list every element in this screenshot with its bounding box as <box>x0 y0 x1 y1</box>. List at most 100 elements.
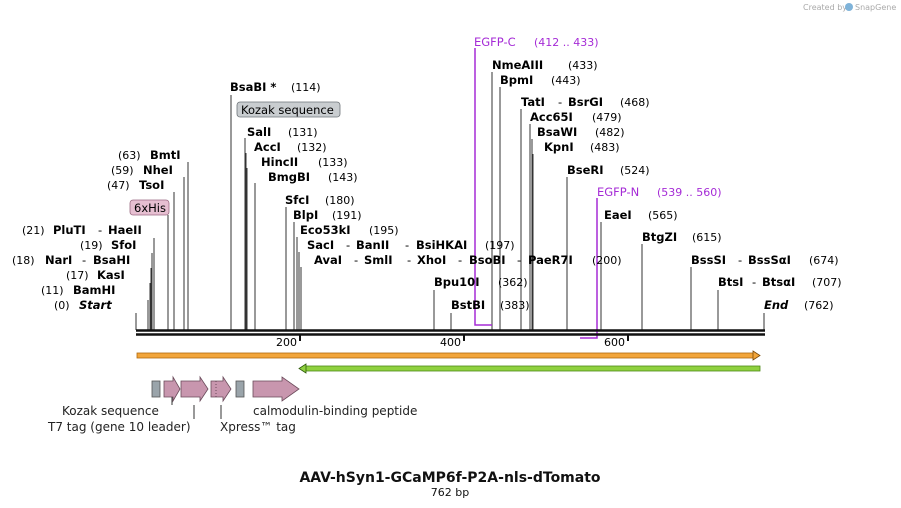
credit-brand: SnapGene <box>855 3 896 12</box>
site-label: BsaHI <box>93 253 130 267</box>
site-lines <box>135 72 765 330</box>
site-pos: (479) <box>592 111 622 124</box>
xpress-tag-feature <box>210 375 232 403</box>
primer-label: EGFP-N <box>597 185 639 199</box>
site-label: BpmI <box>500 73 533 87</box>
site-dash: - <box>82 253 86 267</box>
site-dash: - <box>405 238 409 252</box>
site-label: BssSαI <box>748 253 791 267</box>
site-label: NmeAIII <box>492 58 543 72</box>
site-label: EaeI <box>604 208 632 222</box>
site-label: BstBI <box>451 298 485 312</box>
site-label: AccI <box>254 140 281 154</box>
primer-label: EGFP-C <box>474 35 516 49</box>
site-dash: - <box>458 253 462 267</box>
site-pos: (707) <box>812 276 842 289</box>
site-pos: (524) <box>620 164 650 177</box>
site-label: SmlI <box>364 253 393 267</box>
site-pos: (191) <box>332 209 362 222</box>
sixhis-tag: 6xHis <box>129 199 170 216</box>
site-dash: - <box>346 238 350 252</box>
site-label: BanII <box>356 238 389 252</box>
credit-text: Created by <box>803 3 847 12</box>
feature-track <box>151 375 300 403</box>
site-pos: (63) <box>118 149 141 162</box>
site-label: TatI <box>521 95 545 109</box>
site-label: Bpu10I <box>434 275 479 289</box>
site-label: TsoI <box>139 178 164 192</box>
kozak-box-label: Kozak sequence <box>241 103 334 117</box>
feature-leaders <box>171 397 222 419</box>
sixhis-feature <box>163 375 181 403</box>
site-label: BsoBI <box>469 253 506 267</box>
kozak-feature-2 <box>235 380 245 398</box>
site-pos: (674) <box>809 254 839 267</box>
site-label: SalI <box>247 125 271 139</box>
site-label: NheI <box>143 163 173 177</box>
site-pos: (482) <box>595 126 625 139</box>
site-pos: (59) <box>111 164 134 177</box>
site-label: BlpI <box>293 208 318 222</box>
site-label: SacI <box>307 238 334 252</box>
site-dash: - <box>517 253 521 267</box>
site-label: BsrGI <box>568 95 603 109</box>
site-label: BmgBI <box>268 170 310 184</box>
map-title: AAV-hSyn1-GCaMP6f-P2A-nls-dTomato <box>299 470 600 486</box>
site-label: BssSI <box>691 253 726 267</box>
site-pos: (195) <box>369 224 399 237</box>
site-pos: (362) <box>498 276 528 289</box>
site-label: HaeII <box>108 223 142 237</box>
feature-label-xpress: Xpress™ tag <box>220 420 296 434</box>
site-pos: (114) <box>291 81 321 94</box>
site-label: KasI <box>97 268 125 282</box>
site-label: BtsαI <box>762 275 795 289</box>
site-label: Eco53kI <box>300 223 351 237</box>
site-dash: - <box>558 95 562 109</box>
feature-label-t7: T7 tag (gene 10 leader) <box>47 420 191 434</box>
site-pos: (615) <box>692 231 722 244</box>
site-label: SfoI <box>111 238 136 252</box>
site-pos: (483) <box>590 141 620 154</box>
map-length: 762 bp <box>431 486 469 499</box>
site-dash: - <box>738 253 742 267</box>
site-label: PluTI <box>53 223 86 237</box>
primer-range: (539 .. 560) <box>657 186 722 199</box>
ruler-ticks <box>299 334 629 341</box>
site-label: NarI <box>45 253 72 267</box>
site-label: KpnI <box>544 140 574 154</box>
site-pos: (433) <box>568 59 598 72</box>
site-label: BsaWI <box>537 125 577 139</box>
t7-tag-feature <box>180 375 209 403</box>
site-pos: (47) <box>107 179 130 192</box>
ruler-tick-label: 400 <box>440 336 461 349</box>
orf-reverse <box>298 363 761 374</box>
site-pos: (133) <box>318 156 348 169</box>
site-pos: (197) <box>485 239 515 252</box>
site-label: AvaI <box>314 253 342 267</box>
site-pos: (565) <box>648 209 678 222</box>
site-dash: - <box>752 275 756 289</box>
site-pos: (468) <box>620 96 650 109</box>
ruler-tick-label: 600 <box>604 336 625 349</box>
site-label: XhoI <box>417 253 446 267</box>
cbp-feature <box>252 376 300 402</box>
orf-forward <box>136 350 761 361</box>
site-pos: (443) <box>551 74 581 87</box>
snapgene-logo-icon <box>845 3 853 11</box>
site-pos: (131) <box>288 126 318 139</box>
site-label: BsaBI * <box>230 80 276 94</box>
site-label: BsiHKAI <box>416 238 467 252</box>
primer-marks <box>474 48 598 339</box>
kozak-feature <box>151 380 161 398</box>
site-pos: (143) <box>328 171 358 184</box>
site-label: BseRI <box>567 163 604 177</box>
site-label: BamHI <box>73 283 115 297</box>
site-pos: (18) <box>12 254 35 267</box>
site-pos: (17) <box>66 269 89 282</box>
site-label: HincII <box>261 155 298 169</box>
ruler-tick-label: 200 <box>276 336 297 349</box>
site-pos: (0) <box>54 299 70 312</box>
site-pos: (383) <box>500 299 530 312</box>
site-label: BtgZI <box>642 230 677 244</box>
